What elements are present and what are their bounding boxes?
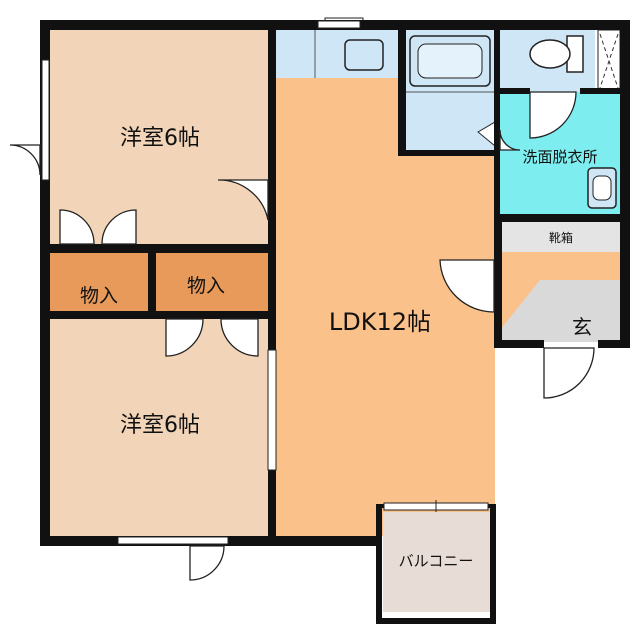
storage-right-label: 物入 — [187, 275, 225, 297]
doors — [9, 91, 595, 581]
western-room-upper-floor — [50, 30, 268, 244]
western-room-lower-label: 洋室6帖 — [120, 413, 200, 438]
entrance-label: 玄 — [572, 315, 592, 339]
windows — [41, 20, 361, 545]
balcony-floor — [383, 512, 491, 612]
washroom-label: 洗面脱衣所 — [522, 148, 597, 166]
ldk-label: LDK12帖 — [329, 308, 431, 336]
kitchen-sink — [344, 39, 384, 71]
storage-right-floor — [156, 253, 268, 311]
shoe-cabinet-label: 靴箱 — [549, 230, 573, 245]
storage-left-label: 物入 — [80, 285, 118, 307]
ldk-floor-upper-ext — [400, 152, 495, 222]
shoe-cabinet-floor — [500, 222, 620, 252]
toilet-bowl — [529, 39, 571, 69]
entrance-step — [500, 252, 620, 330]
storage-left-floor — [50, 253, 148, 311]
balcony-label: バルコニー — [399, 552, 474, 570]
western-room-upper-label: 洋室6帖 — [120, 126, 200, 151]
western-room-lower-floor — [50, 318, 268, 536]
